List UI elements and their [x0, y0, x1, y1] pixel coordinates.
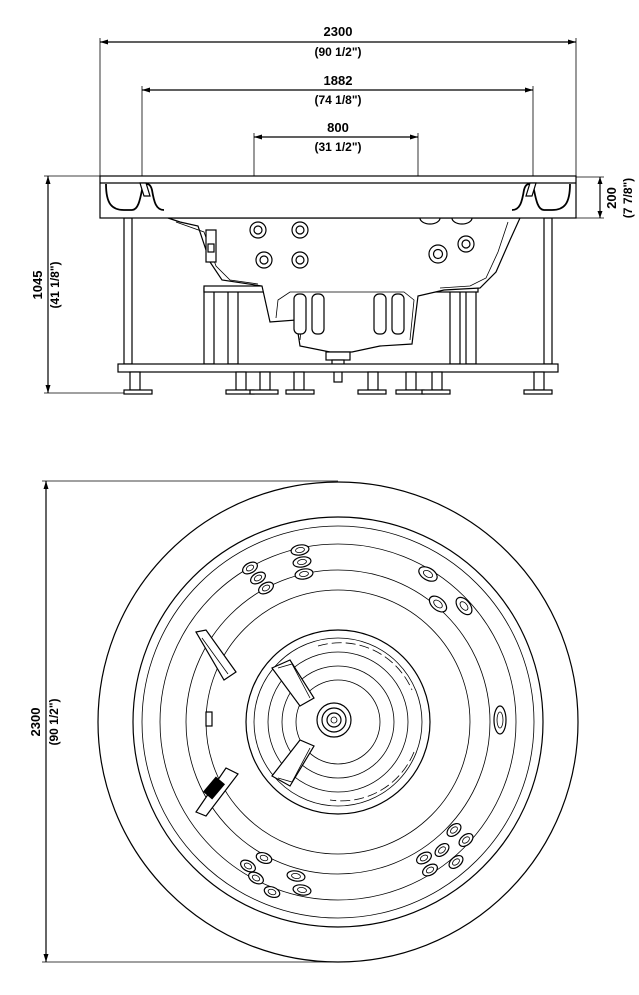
inner-width-mm: 1882	[324, 73, 353, 88]
dim-diameter: 2300 (90 1/2")	[28, 480, 338, 963]
inner-steps	[271, 642, 415, 802]
overall-width-mm: 2300	[324, 24, 353, 39]
diameter-inch: (90 1/2")	[47, 698, 61, 745]
base-platform	[117, 363, 559, 395]
dim-total-height: 1045 (41 1/8")	[30, 175, 130, 394]
inner-width-inch: (74 1/8")	[314, 93, 361, 107]
top-view: 2300 (90 1/2")	[28, 480, 579, 963]
side-view: 2300 (90 1/2") 1882 (74 1/8") 800 (31 1/…	[30, 24, 635, 395]
rim-deck	[99, 175, 577, 219]
rim-height-inch: (7 7/8")	[621, 178, 635, 218]
top-jets	[240, 544, 507, 899]
well-width-inch: (31 1/2")	[314, 140, 361, 154]
rim-height-mm: 200	[604, 187, 619, 209]
left-seats	[195, 629, 239, 817]
dim-inner-width: 1882 (74 1/8")	[141, 73, 534, 176]
well-width-mm: 800	[327, 120, 349, 135]
overall-width-inch: (90 1/2")	[314, 45, 361, 59]
diameter-mm: 2300	[28, 708, 43, 737]
total-height-inch: (41 1/8")	[48, 261, 62, 308]
center-drain	[316, 702, 352, 738]
dim-rim-height: 200 (7 7/8")	[576, 176, 635, 219]
total-height-mm: 1045	[30, 271, 45, 300]
dim-overall-width: 2300 (90 1/2")	[99, 24, 577, 176]
